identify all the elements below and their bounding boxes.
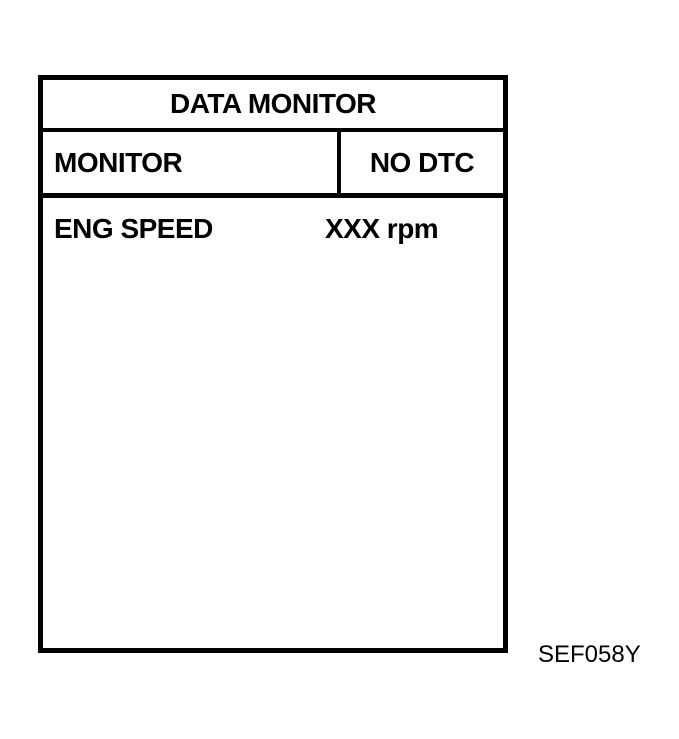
screen-title: DATA MONITOR (169, 88, 377, 119)
monitor-mode-label: MONITOR (54, 146, 183, 178)
figure-code-label: SEF058Y (538, 641, 641, 668)
screen-title-bar: DATA MONITOR (43, 80, 503, 132)
readings-area: ENG SPEED XXX rpm (43, 198, 503, 648)
data-monitor-screen: DATA MONITOR MONITOR NO DTC ENG SPEED XX… (38, 75, 508, 653)
status-row: MONITOR NO DTC (43, 132, 503, 198)
parameter-name: ENG SPEED (54, 213, 213, 244)
reading-row: ENG SPEED XXX rpm (54, 213, 495, 245)
dtc-status-badge: NO DTC (337, 132, 503, 193)
parameter-value: XXX rpm (325, 213, 439, 244)
